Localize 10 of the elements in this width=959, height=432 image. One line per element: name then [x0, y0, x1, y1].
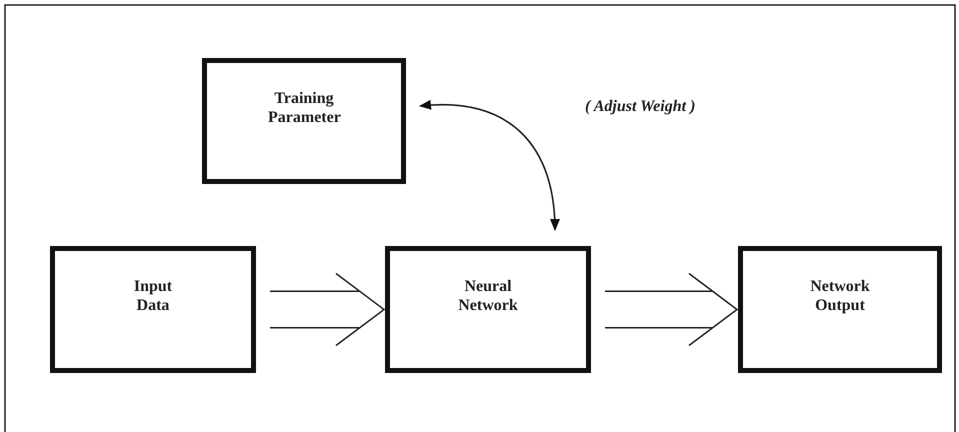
box-label: Neural Network [457, 277, 519, 316]
process-box [50, 246, 256, 373]
process-box [385, 246, 591, 373]
arrow [419, 100, 560, 231]
box-label: Training Parameter [268, 89, 340, 128]
process-box [738, 246, 942, 373]
process-box [202, 58, 406, 184]
box-label: Network Output [809, 277, 871, 316]
annotation-text: ( Adjust Weight ) [585, 98, 696, 116]
box-label: Input Data [132, 277, 174, 316]
